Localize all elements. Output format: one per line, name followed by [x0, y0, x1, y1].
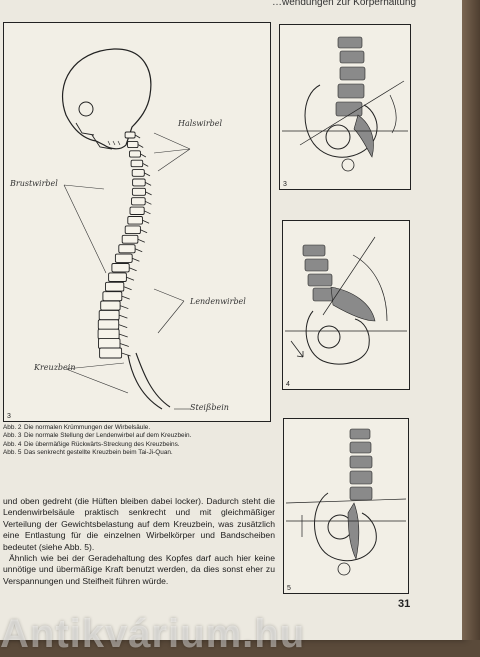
vertebra [102, 291, 123, 302]
page-number: 31 [398, 598, 411, 610]
caption-label: Abb. 5 [3, 448, 22, 456]
vertebra-process [145, 191, 152, 196]
vertebra-process [142, 163, 149, 167]
vertebra-process [134, 248, 143, 253]
vertebra [130, 159, 144, 168]
vertebra [105, 281, 125, 292]
vertebra [118, 244, 136, 254]
vertebra [129, 150, 141, 158]
label-thoracic: Brustwirbel [10, 179, 58, 188]
figure-number: 5 [287, 585, 291, 592]
label-lumbar: Lendenwirbel [190, 297, 246, 306]
vertebra-process [144, 172, 151, 177]
vertebra [111, 263, 130, 273]
label-sacrum: Kreuzbein [34, 363, 76, 372]
vertebra [124, 225, 141, 235]
figure-number: 3 [283, 181, 287, 188]
lumbar-normal-illustration [282, 36, 408, 172]
vertebra-process [137, 144, 144, 148]
figure-lumbar-normal: 3 [279, 24, 411, 190]
vertebra-process [118, 333, 128, 338]
vertebra-process [131, 257, 140, 262]
vertebra-process [118, 314, 128, 319]
caption-label: Abb. 3 [3, 432, 22, 440]
vertebra [108, 272, 127, 282]
vertebra [129, 206, 145, 215]
vertebra-process [126, 276, 135, 281]
figure-sacrum-overextended: 4 [282, 220, 410, 390]
label-coccyx: Steißbein [190, 403, 229, 412]
vertebra [131, 187, 146, 196]
paragraph: und oben gedreht (die Hüften bleiben dab… [3, 496, 275, 552]
figure-sacrum-vertical: 5 [283, 418, 409, 594]
book-spine-edge [462, 0, 480, 640]
vertebra [127, 216, 143, 225]
vertebra [114, 253, 133, 263]
book-page: …wendungen zur Körperhaltung Halswirbel … [0, 0, 462, 656]
vertebra [98, 338, 121, 349]
vertebra [131, 197, 146, 206]
caption-text: Die übermäßige Rückwärts-Streckung des K… [24, 440, 180, 448]
vertebra-process [144, 200, 152, 205]
sacrum-vertical-illustration [285, 428, 407, 576]
vertebra-process [143, 210, 151, 215]
vertebra-process [121, 352, 131, 357]
vertebra-process [140, 153, 147, 158]
caption-label: Abb. 2 [3, 424, 22, 431]
vertebra-process [137, 238, 145, 243]
vertebra-process [140, 229, 148, 234]
vertebra-process [142, 219, 150, 224]
vertebra [100, 300, 121, 311]
vertebra [99, 347, 123, 359]
vertebra-process [134, 134, 141, 139]
vertebra-process [118, 324, 128, 328]
caption-text: Die normalen Krümmungen der Wirbelsäule. [24, 424, 151, 431]
figure-number: 3 [7, 413, 11, 420]
vertebra [131, 169, 145, 177]
vertebra [98, 309, 120, 321]
caption-text: Das senkrecht gestellte Kreuzbein beim T… [24, 448, 173, 456]
vertebra-process [129, 267, 137, 272]
vertebra [124, 131, 136, 139]
sacrum-overextended-illustration [285, 236, 407, 365]
vertebra [127, 140, 139, 149]
vertebra-process [121, 295, 130, 300]
vertebra [97, 319, 120, 330]
caption-label: Abb. 4 [3, 440, 22, 448]
figure-number: 4 [286, 381, 290, 388]
vertebra-process [119, 343, 129, 347]
vertebra-process [123, 286, 132, 291]
label-cervical: Halswirbel [178, 119, 223, 128]
vertebra [132, 178, 146, 187]
caption-text: Die normale Stellung der Lendenwirbel au… [24, 432, 192, 440]
body-text: und oben gedreht (die Hüften bleiben dab… [3, 496, 275, 587]
watermark: Antikvárium.hu [0, 612, 306, 656]
vertebra-process [119, 305, 129, 309]
vertebra [97, 328, 120, 340]
paragraph: Ähnlich wie bei der Geradehaltung des Ko… [3, 553, 275, 586]
vertebra [121, 234, 139, 244]
figure-spine: Halswirbel Brustwirbel Lendenwirbel Kreu… [3, 22, 271, 422]
running-head: …wendungen zur Körperhaltung [272, 0, 416, 8]
vertebra-process [145, 182, 152, 186]
spine-illustration [61, 48, 191, 410]
